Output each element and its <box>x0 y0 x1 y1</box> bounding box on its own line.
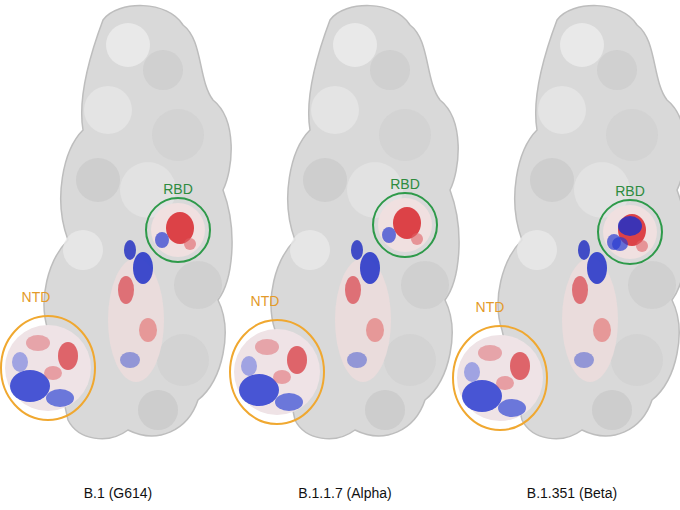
region-label: NTD <box>251 294 280 309</box>
region-label: RBD <box>615 184 645 199</box>
region-label: RBD <box>163 182 193 197</box>
region-label: NTD <box>22 290 51 305</box>
variant-caption: B.1.1.7 (Alpha) <box>298 486 391 501</box>
region-label: RBD <box>390 177 420 192</box>
variant-caption: B.1.351 (Beta) <box>527 486 617 501</box>
variant-caption: B.1 (G614) <box>84 486 152 501</box>
region-label: NTD <box>476 300 505 315</box>
